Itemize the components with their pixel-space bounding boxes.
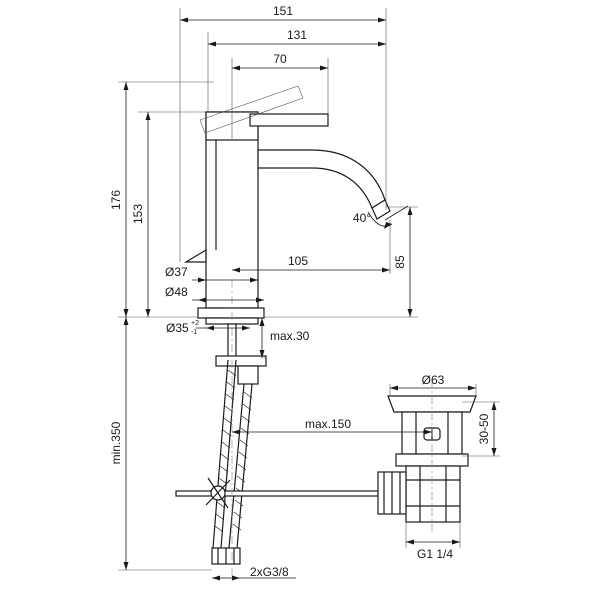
label-70: 70: [273, 52, 287, 66]
label-d63: Ø63: [422, 373, 445, 387]
label-d35-tol-upper: +2: [191, 320, 199, 327]
center-lines: [231, 280, 433, 580]
label-max30: max.30: [270, 329, 310, 343]
mounting-assembly: [215, 323, 267, 385]
label-min350: min.350: [109, 421, 123, 464]
aerator: [371, 199, 391, 220]
label-153: 153: [131, 204, 145, 224]
label-g114: G1 1/4: [417, 547, 453, 561]
dimension-labels: 151 131 70 176 153 40° 105 85 Ø37 Ø48 Ø3…: [109, 4, 491, 579]
pop-up-rod: [175, 477, 385, 509]
extension-lines: [118, 8, 500, 571]
label-151: 151: [273, 4, 293, 18]
faucet-column: [205, 111, 259, 309]
label-40deg: 40°: [353, 211, 371, 225]
label-max150: max.150: [305, 417, 351, 431]
flexible-hoses: [211, 359, 253, 565]
fixing-nut: [237, 365, 259, 385]
label-d35: Ø35: [166, 321, 189, 335]
base-flange: [197, 307, 265, 319]
lever-handle: [249, 113, 329, 127]
spout: [257, 149, 386, 209]
lever-open-position: [199, 85, 304, 134]
waste-fitting: [377, 395, 477, 523]
label-105: 105: [288, 254, 308, 268]
label-176: 176: [109, 190, 123, 210]
label-d37: Ø37: [165, 265, 188, 279]
label-2xg38: 2xG3/8: [250, 565, 289, 579]
faucet-body: [183, 85, 391, 325]
label-d35-tol-lower: -1: [191, 329, 197, 336]
pull-rod: [175, 490, 385, 497]
waste-body-lower: [405, 465, 461, 523]
label-30-50: 30-50: [477, 413, 491, 444]
dimension-lines: [123, 17, 497, 581]
fixing-plate: [215, 355, 267, 367]
base-lip: [183, 248, 207, 263]
label-131: 131: [287, 28, 307, 42]
label-d48: Ø48: [165, 285, 188, 299]
label-85: 85: [393, 255, 407, 269]
